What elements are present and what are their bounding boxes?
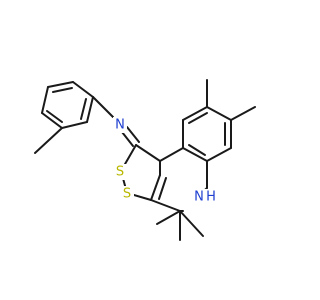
bond: [206, 147, 232, 162]
tolyl-ring: [34, 81, 94, 154]
double-bond-inner: [46, 110, 63, 123]
bond: [41, 112, 63, 129]
bond: [206, 106, 232, 121]
double-bond-inner: [188, 112, 208, 124]
methyl-bond: [230, 106, 256, 121]
imine-double-bond: [121, 131, 134, 147]
bond: [92, 96, 114, 118]
sulfur-upper-label: S: [113, 164, 127, 180]
atom-label-s: S: [123, 187, 131, 202]
molecule-drawing: N S S N H: [34, 79, 256, 241]
double-bond-inner: [80, 98, 87, 120]
double-bond: [150, 174, 161, 201]
bond: [47, 81, 74, 88]
bond: [159, 147, 184, 162]
methyl-bond: [179, 210, 204, 237]
methyl-bond: [156, 210, 181, 225]
atom-label-s: S: [116, 165, 124, 180]
bond: [182, 147, 208, 162]
atom-label-n: N: [115, 118, 125, 133]
imine-nitrogen-label: N: [113, 117, 127, 133]
bond: [61, 121, 88, 129]
bond: [86, 96, 94, 123]
methyl-bond: [34, 127, 63, 154]
imine-double-bond: [126, 126, 140, 143]
double-bond-inner: [52, 87, 73, 93]
atom-label-n: N: [194, 190, 204, 205]
double-bond-inner: [158, 177, 167, 200]
atom-label-h: H: [206, 190, 216, 205]
xylene-ring: [182, 79, 256, 162]
bond: [150, 199, 181, 212]
double-bond-inner: [188, 144, 206, 156]
sulfur-lower-label: S: [120, 186, 134, 202]
bond: [72, 81, 94, 98]
structure-canvas: N S S N H: [34, 79, 256, 241]
bond: [182, 106, 208, 121]
bond: [135, 144, 161, 162]
amine-nh-label: N H: [192, 189, 222, 205]
bond: [41, 86, 49, 114]
